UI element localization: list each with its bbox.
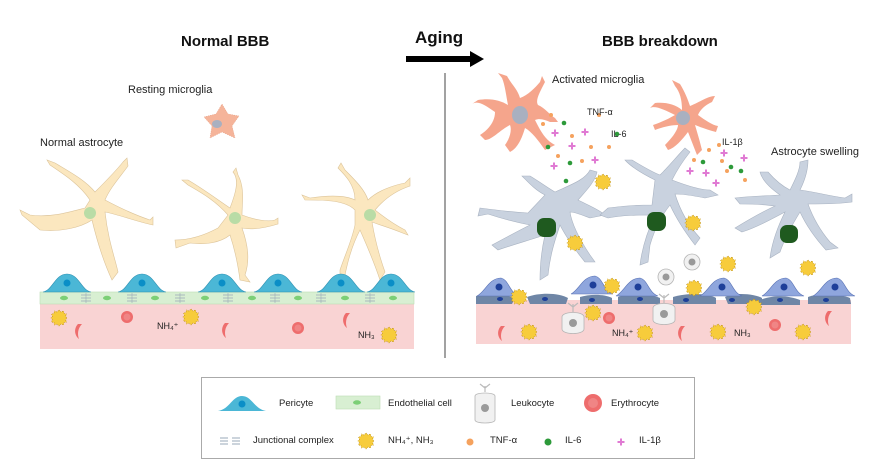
astrocyte-swelling-label: Astrocyte swelling (771, 146, 860, 158)
endothelial-nuclei-left (60, 295, 397, 301)
aging-arrow (406, 51, 484, 67)
normal-bbb-title: Normal BBB (181, 33, 270, 50)
il1b-icon (617, 438, 625, 446)
bbb-breakdown-title: BBB breakdown (602, 33, 718, 50)
endothelial-cell-icon (335, 395, 381, 410)
ammonia-icon (357, 432, 375, 450)
damaged-endothelial-nuclei (497, 297, 829, 302)
il1b-label: IL-1β (722, 137, 743, 147)
astrocyte-nucleus (84, 207, 376, 224)
nh4-label-left: NH₄⁺ (157, 321, 179, 331)
legend-label-tnf-alpha: TNF-α (490, 435, 518, 446)
nh3-label-right: NH₃ (734, 328, 751, 338)
legend-label-il6: IL-6 (565, 435, 582, 446)
legend-label-endothelial-cell: Endothelial cell (388, 398, 452, 409)
junctional-complex-icon (220, 437, 240, 445)
nh3-label-left: NH₃ (358, 330, 375, 340)
pericytes-left (42, 273, 416, 293)
normal-astrocyte (19, 157, 411, 283)
activated-microglia-label: Activated microglia (552, 74, 645, 86)
legend: Pericyte Endothelial cell Leukocyte Eryt… (201, 377, 695, 459)
tnf-alpha-icon (466, 438, 474, 446)
legend-label-erythrocyte: Erythrocyte (611, 398, 660, 409)
tnf-alpha-label: TNF-α (587, 107, 613, 117)
legend-label-junctional-complex: Junctional complex (253, 435, 334, 446)
aging-label: Aging (415, 28, 464, 47)
microglia-nucleus (512, 106, 690, 125)
pericyte-icon (218, 396, 266, 411)
il1b-particles (550, 128, 748, 187)
il6-label: IL-6 (611, 129, 627, 139)
erythrocyte-icon (584, 394, 602, 412)
legend-label-leukocyte: Leukocyte (511, 398, 555, 409)
nh4-label-right: NH₄⁺ (612, 328, 634, 338)
leukocyte-icon (474, 383, 496, 424)
legend-label-il1b: IL-1β (639, 435, 661, 446)
swollen-astrocyte-nucleus (537, 212, 798, 243)
tnf-alpha-particles (541, 113, 747, 182)
il6-icon (544, 438, 552, 446)
resting-microglia-label: Resting microglia (128, 84, 213, 96)
normal-astrocyte-label: Normal astrocyte (40, 137, 124, 149)
legend-label-pericyte: Pericyte (279, 398, 314, 409)
resting-microglia (203, 103, 240, 139)
legend-label-ammonia: NH₄⁺, NH₃ (388, 435, 434, 446)
swollen-astrocyte (477, 147, 853, 281)
